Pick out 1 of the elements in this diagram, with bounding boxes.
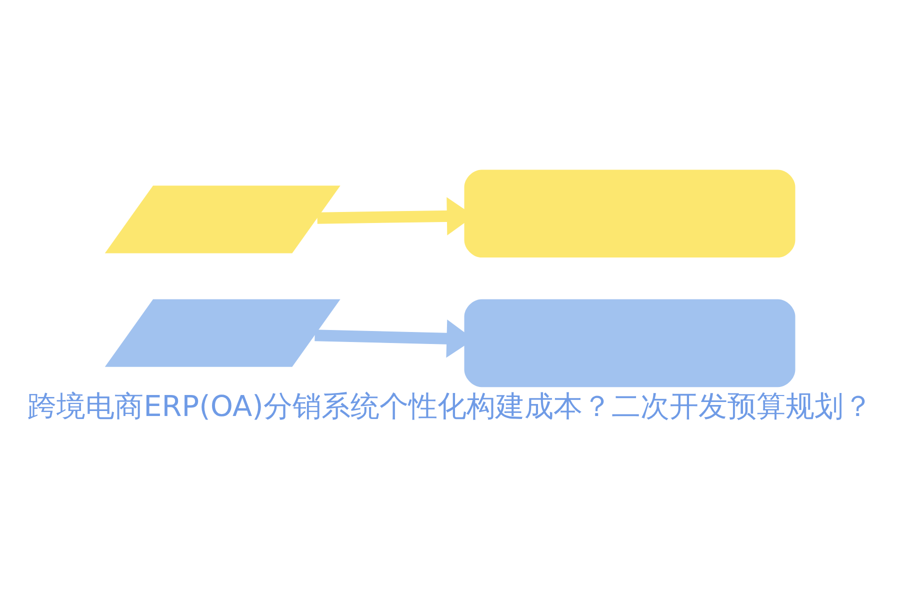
caption: 跨境电商ERP(OA)分销系统个性化构建成本？二次开发预算规划？ (28, 388, 872, 423)
